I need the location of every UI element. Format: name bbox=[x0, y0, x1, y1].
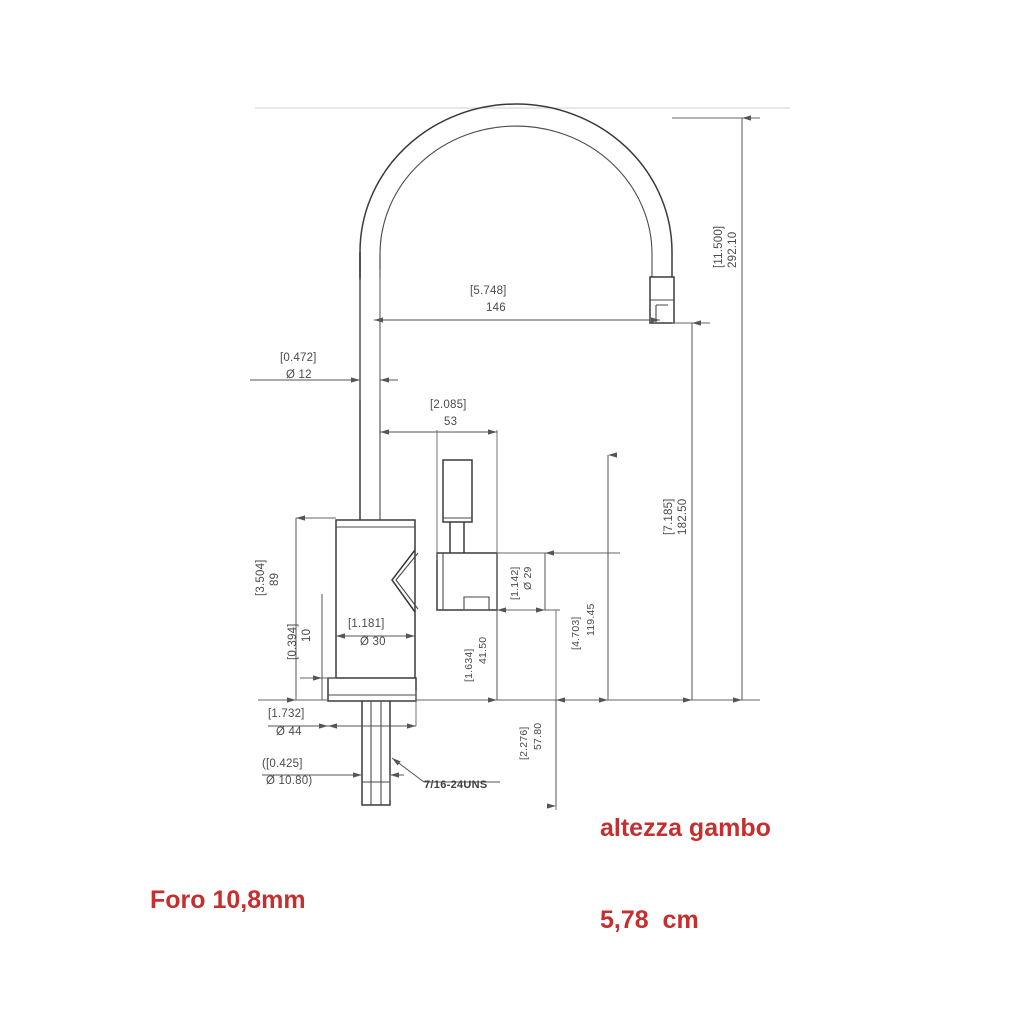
base-flange bbox=[327, 677, 417, 702]
dim-tube-diameter-metric: Ø 12 bbox=[286, 369, 312, 381]
thread-callout-text: 7/16-24UNS bbox=[424, 779, 488, 791]
dim-base-diameter: [1.732] Ø 44 bbox=[268, 708, 416, 738]
dim-body-top-height-metric: 119.45 bbox=[585, 603, 597, 636]
dim-base-diameter-imperial: [1.732] bbox=[268, 708, 305, 720]
dim-outlet-height-metric: 41.50 bbox=[477, 637, 489, 664]
dim-stud-diameter-imperial: ([0.425] bbox=[262, 758, 303, 770]
dim-flange-gap-metric: 10 bbox=[301, 629, 313, 642]
dim-flange-gap: [0.394] 10 bbox=[287, 594, 323, 700]
dim-spout-reach: [5.748] 146 bbox=[374, 285, 660, 323]
dim-flange-gap-imperial: [0.394] bbox=[287, 623, 299, 660]
dim-spout-reach-imperial: [5.748] bbox=[470, 285, 507, 297]
extension-lines bbox=[258, 117, 760, 810]
dim-body-top-height: [4.703] 119.45 bbox=[570, 452, 617, 703]
dim-overall-height-imperial: [11.500] bbox=[713, 226, 725, 268]
annotation-altezza-line2: 5,78 cm bbox=[600, 905, 699, 934]
dim-body-diameter-metric: Ø 30 bbox=[360, 636, 386, 648]
dim-spout-height-imperial: [7.185] bbox=[663, 498, 675, 535]
dim-spout-reach-metric: 146 bbox=[486, 302, 506, 314]
dim-tube-diameter-imperial: [0.472] bbox=[280, 352, 317, 364]
handle-lever bbox=[442, 459, 473, 523]
dim-body-height-imperial: [3.504] bbox=[255, 559, 267, 596]
dim-handle-offset-metric: 53 bbox=[444, 416, 457, 428]
annotation-foro: Foro 10,8mm bbox=[150, 824, 306, 977]
dim-body-top-height-imperial: [4.703] bbox=[570, 616, 582, 650]
dim-body-height: [3.504] 89 bbox=[255, 515, 305, 703]
dim-outlet-height-imperial: [1.634] bbox=[463, 648, 475, 682]
dim-stud-length-metric: 57.80 bbox=[532, 723, 544, 750]
dim-overall-height: [11.500] 292.10 bbox=[713, 115, 751, 703]
dim-body-diameter: [1.181] Ø 30 bbox=[336, 618, 415, 648]
annotation-altezza-line1: altezza gambo bbox=[600, 814, 771, 842]
dim-base-diameter-metric: Ø 44 bbox=[276, 726, 302, 738]
dim-body-diameter-imperial: [1.181] bbox=[348, 618, 385, 630]
dim-spout-height-metric: 182.50 bbox=[677, 499, 689, 535]
dim-outlet-height: [1.634] 41.50 bbox=[463, 607, 506, 703]
thread-callout: 7/16-24UNS bbox=[391, 757, 500, 791]
dim-outlet-diameter-metric: Ø 29 bbox=[522, 566, 534, 590]
dim-handle-offset-imperial: [2.085] bbox=[430, 399, 467, 411]
annotation-altezza-gambo: altezza gambo 5,78 cm bbox=[600, 752, 771, 996]
valve-housing bbox=[436, 552, 498, 611]
dim-stud-diameter: ([0.425] Ø 10.80) bbox=[262, 758, 404, 787]
annotation-foro-line1: Foro 10,8mm bbox=[150, 886, 306, 914]
faucet-body bbox=[335, 519, 416, 681]
dim-overall-height-metric: 292.10 bbox=[727, 232, 739, 268]
dim-handle-offset: [2.085] 53 bbox=[380, 399, 497, 435]
dim-stud-length-imperial: [2.276] bbox=[518, 726, 530, 760]
dim-stud-length: [2.276] 57.80 bbox=[518, 697, 565, 809]
dim-outlet-diameter: [1.142] Ø 29 bbox=[509, 550, 554, 613]
dim-tube-diameter: [0.472] Ø 12 bbox=[250, 352, 398, 383]
dim-body-height-metric: 89 bbox=[269, 573, 281, 586]
dim-spout-height: [7.185] 182.50 bbox=[663, 320, 701, 703]
dim-outlet-diameter-imperial: [1.142] bbox=[509, 566, 521, 600]
dim-stud-diameter-metric: Ø 10.80) bbox=[266, 775, 312, 787]
threaded-stud bbox=[361, 701, 391, 806]
faucet-outline bbox=[327, 103, 675, 806]
